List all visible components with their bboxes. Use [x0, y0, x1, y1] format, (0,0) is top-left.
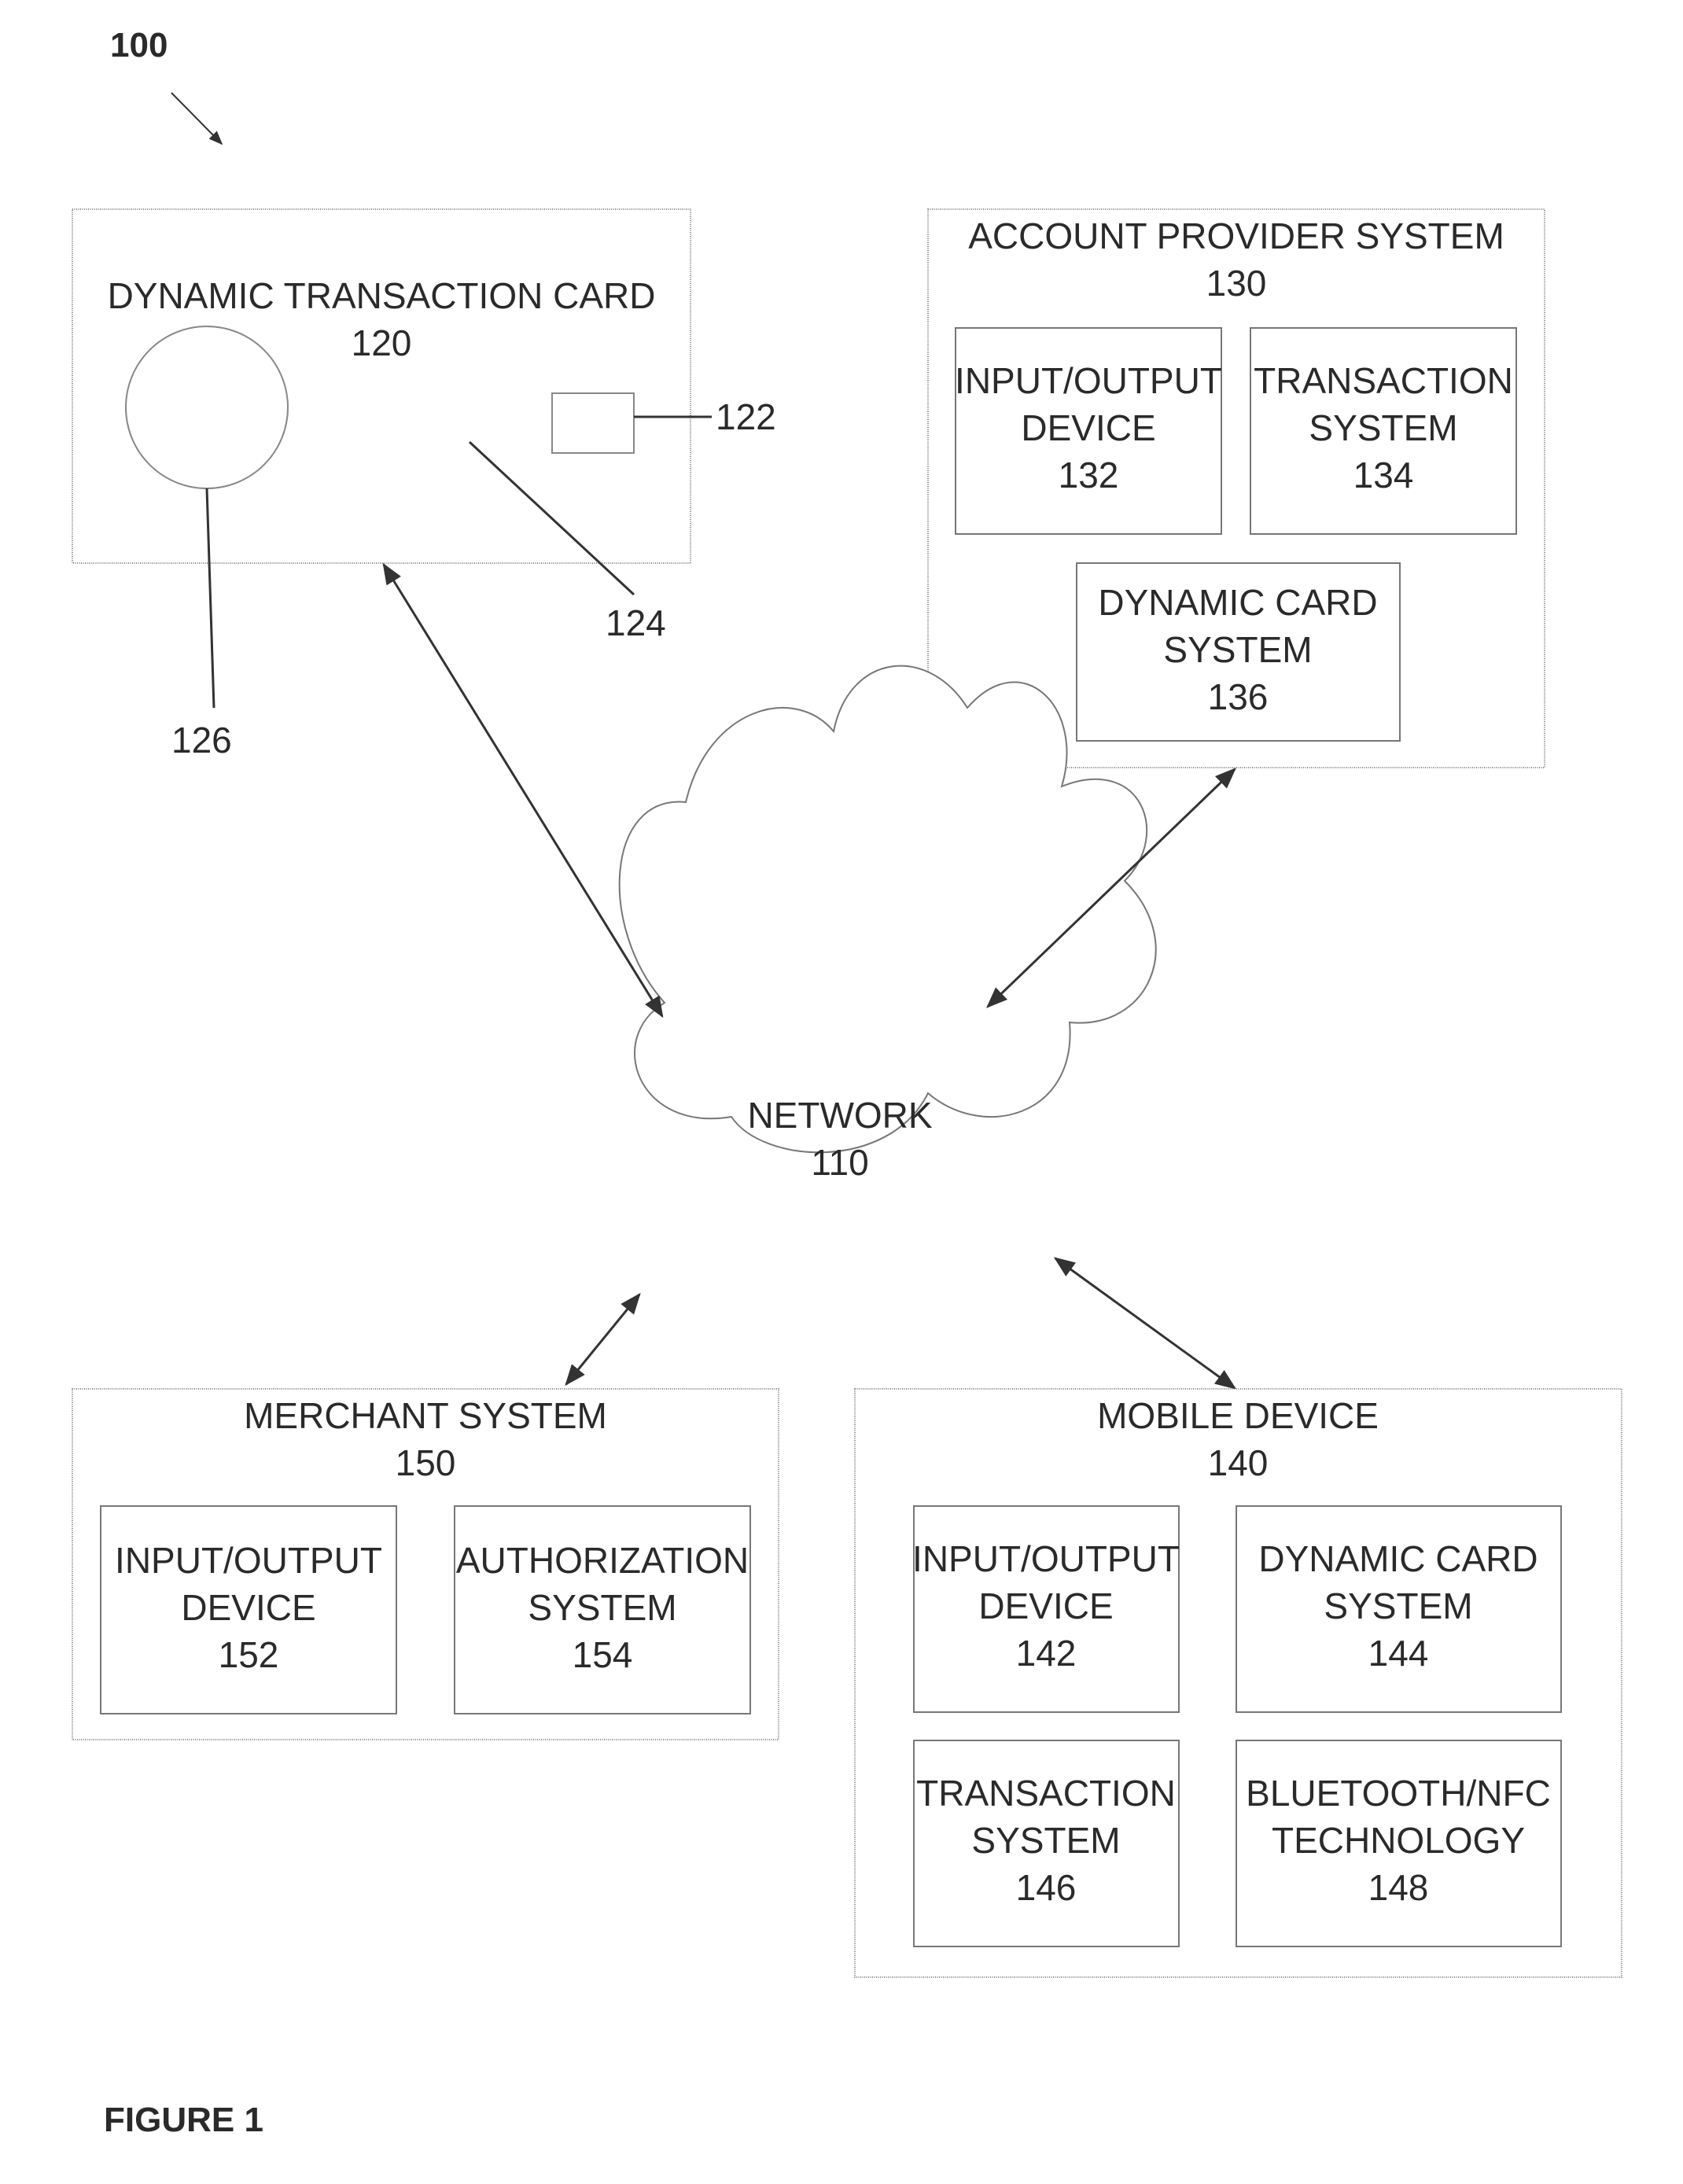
ap-io-line1: INPUT/OUTPUT: [955, 360, 1222, 401]
mobile-transaction-line1: TRANSACTION: [916, 1773, 1176, 1814]
ap-dynamic-card-number: 136: [1208, 676, 1269, 717]
ap-io-number: 132: [1059, 455, 1119, 495]
ap-dynamic-card-line2: SYSTEM: [1163, 629, 1312, 670]
mobile-bluetooth-line1: BLUETOOTH/NFC: [1246, 1773, 1551, 1814]
ap-dynamic-card-line1: DYNAMIC CARD: [1098, 582, 1377, 623]
mobile-bluetooth-number: 148: [1368, 1867, 1429, 1908]
stripe-ref-label: 124: [606, 602, 666, 643]
mobile-transaction-line2: SYSTEM: [971, 1820, 1120, 1861]
merchant-io-line2: DEVICE: [181, 1587, 315, 1628]
mobile-io-line1: INPUT/OUTPUT: [912, 1538, 1180, 1579]
merchant-number: 150: [396, 1442, 456, 1483]
merchant-auth-line2: SYSTEM: [528, 1587, 676, 1628]
merchant-auth-line1: AUTHORIZATION: [456, 1540, 749, 1581]
mobile-dynamic-card-number: 144: [1368, 1633, 1429, 1674]
network-merchant-arrow: [566, 1295, 639, 1384]
mobile-transaction-number: 146: [1016, 1867, 1077, 1908]
mobile-io-line2: DEVICE: [978, 1586, 1113, 1626]
network-number: 110: [811, 1142, 868, 1183]
mobile-title: MOBILE DEVICE: [1097, 1395, 1379, 1436]
mobile-device: MOBILE DEVICE 140 INPUT/OUTPUT DEVICE 14…: [855, 1389, 1622, 1977]
mobile-dynamic-card-line2: SYSTEM: [1324, 1586, 1472, 1626]
network-title: NETWORK: [747, 1095, 932, 1136]
mobile-io-number: 142: [1016, 1633, 1077, 1674]
merchant-system: MERCHANT SYSTEM 150 INPUT/OUTPUT DEVICE …: [72, 1389, 779, 1740]
card-title: DYNAMIC TRANSACTION CARD: [108, 275, 656, 316]
ap-transaction-line2: SYSTEM: [1309, 407, 1457, 448]
merchant-io-number: 152: [219, 1634, 279, 1675]
figure-ref-label: 100: [110, 26, 168, 64]
merchant-io-line1: INPUT/OUTPUT: [115, 1540, 382, 1581]
figure-caption: FIGURE 1: [104, 2101, 263, 2139]
card-number: 120: [352, 322, 412, 363]
network-mobile-arrow: [1055, 1258, 1235, 1388]
mobile-dynamic-card-line1: DYNAMIC CARD: [1258, 1538, 1538, 1579]
account-provider-title: ACCOUNT PROVIDER SYSTEM: [968, 215, 1504, 256]
merchant-title: MERCHANT SYSTEM: [244, 1395, 607, 1436]
card-circle: [126, 326, 288, 488]
ap-transaction-line1: TRANSACTION: [1254, 360, 1513, 401]
mobile-bluetooth-line2: TECHNOLOGY: [1272, 1820, 1525, 1861]
ap-io-line2: DEVICE: [1021, 407, 1155, 448]
circle-ref-label: 126: [171, 720, 232, 761]
ap-transaction-number: 134: [1353, 455, 1414, 495]
card-chip: [552, 393, 634, 453]
merchant-auth-number: 154: [573, 1634, 633, 1675]
figure-ref-arrow: [171, 93, 222, 144]
chip-ref-label: 122: [716, 396, 776, 437]
account-provider-number: 130: [1206, 263, 1267, 304]
mobile-number: 140: [1208, 1442, 1269, 1483]
dynamic-transaction-card: DYNAMIC TRANSACTION CARD 120 122 124 126: [72, 209, 776, 761]
